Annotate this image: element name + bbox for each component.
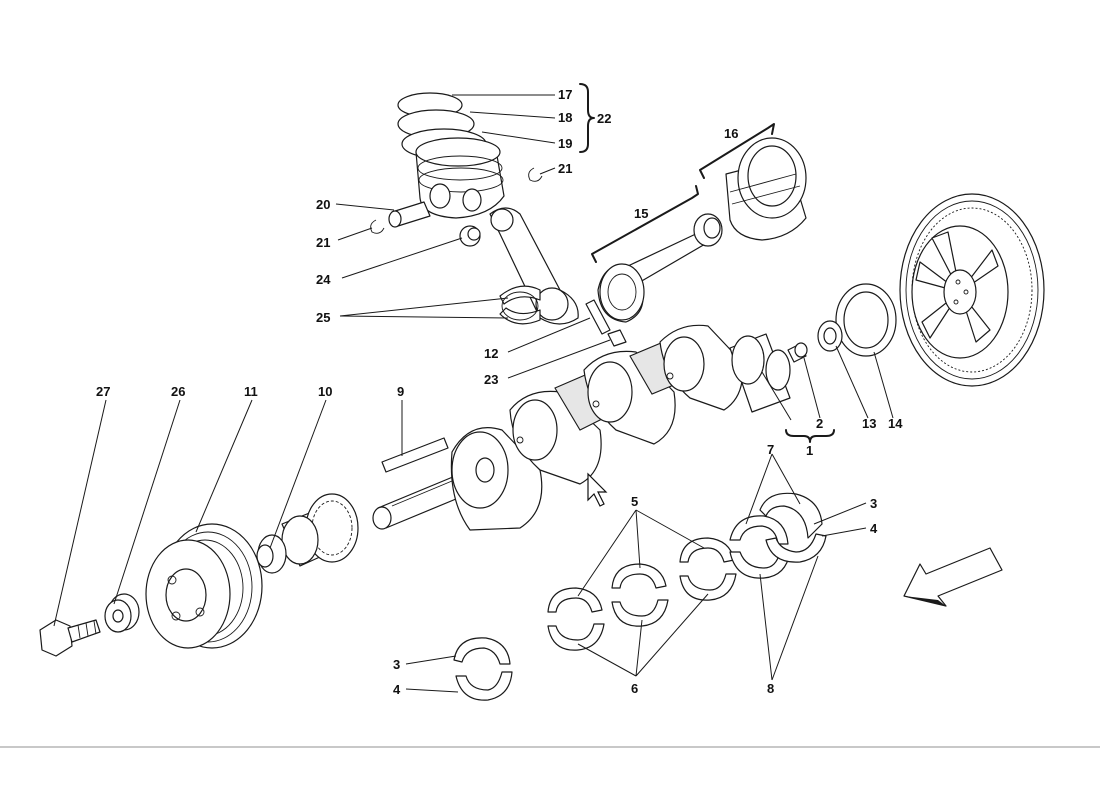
plug[interactable] — [787, 342, 808, 363]
callout-26: 26 — [171, 384, 185, 399]
callout-19: 19 — [558, 136, 572, 151]
callout-21-lower: 21 — [316, 235, 330, 250]
callout-10: 10 — [318, 384, 332, 399]
piston-pin[interactable] — [388, 201, 431, 228]
flywheel[interactable] — [899, 193, 1045, 387]
callout-27: 27 — [96, 384, 110, 399]
rear-oil-seal[interactable] — [835, 283, 897, 357]
callout-labels: 17 18 19 22 21 20 21 24 25 12 23 16 15 2… — [96, 87, 903, 697]
main-bearing-shell-1[interactable] — [547, 587, 605, 651]
pin-circlip-left[interactable] — [370, 219, 385, 234]
main-bearing-shell-2[interactable] — [611, 563, 669, 627]
callout-8: 8 — [767, 681, 774, 696]
callout-5: 5 — [631, 494, 638, 509]
callout-7: 7 — [767, 442, 774, 457]
pulley-bolt[interactable] — [39, 619, 101, 657]
mouse-pointer-icon — [587, 472, 608, 507]
callout-25: 25 — [316, 310, 330, 325]
callout-2: 2 — [816, 416, 823, 431]
callout-13: 13 — [862, 416, 876, 431]
main-bearing-shell-3[interactable] — [679, 537, 737, 601]
pin-circlip-right[interactable] — [528, 167, 543, 182]
brace-15 — [591, 185, 699, 263]
callout-22: 22 — [597, 111, 611, 126]
callout-15: 15 — [634, 206, 648, 221]
callout-4-left: 4 — [393, 682, 401, 697]
callout-12: 12 — [484, 346, 498, 361]
callout-24: 24 — [316, 272, 331, 287]
callout-3-right: 3 — [870, 496, 877, 511]
rod-nut[interactable] — [607, 329, 627, 347]
big-end-bearing-shells[interactable] — [499, 285, 541, 325]
pulley-washer[interactable] — [104, 593, 140, 633]
brace-22 — [579, 83, 595, 153]
callout-4-right: 4 — [870, 521, 878, 536]
callout-16: 16 — [724, 126, 738, 141]
bottom-divider — [0, 746, 1100, 748]
connecting-rod-upper[interactable] — [489, 207, 579, 325]
piston-assembly[interactable] — [725, 137, 807, 241]
callout-1: 1 — [806, 443, 813, 458]
callout-3-left: 3 — [393, 657, 400, 672]
piston-upper[interactable] — [415, 137, 505, 219]
callout-11: 11 — [244, 384, 258, 399]
leader-lines — [53, 94, 894, 693]
callout-20: 20 — [316, 197, 330, 212]
callout-17: 17 — [558, 87, 572, 102]
crankshaft-pulley[interactable] — [145, 523, 263, 649]
arrow-down-left-icon — [903, 547, 1003, 607]
callout-21-upper: 21 — [558, 161, 572, 176]
brace-16 — [699, 123, 775, 179]
woodruff-key[interactable] — [381, 437, 449, 473]
rod-bolt[interactable] — [585, 299, 611, 335]
callout-23: 23 — [484, 372, 498, 387]
crankshaft[interactable] — [372, 324, 791, 531]
brace-1 — [785, 429, 835, 443]
callout-9: 9 — [397, 384, 404, 399]
crank-timing-gear[interactable] — [256, 493, 359, 574]
callout-18: 18 — [558, 110, 572, 125]
conrod-bearing-shell[interactable] — [453, 637, 513, 701]
callout-14: 14 — [888, 416, 903, 431]
connecting-rod-assembly[interactable] — [597, 213, 723, 323]
callout-6: 6 — [631, 681, 638, 696]
pilot-bearing[interactable] — [817, 320, 843, 352]
small-end-bushing[interactable] — [459, 225, 481, 247]
thrust-bearing-shell[interactable] — [729, 492, 827, 579]
